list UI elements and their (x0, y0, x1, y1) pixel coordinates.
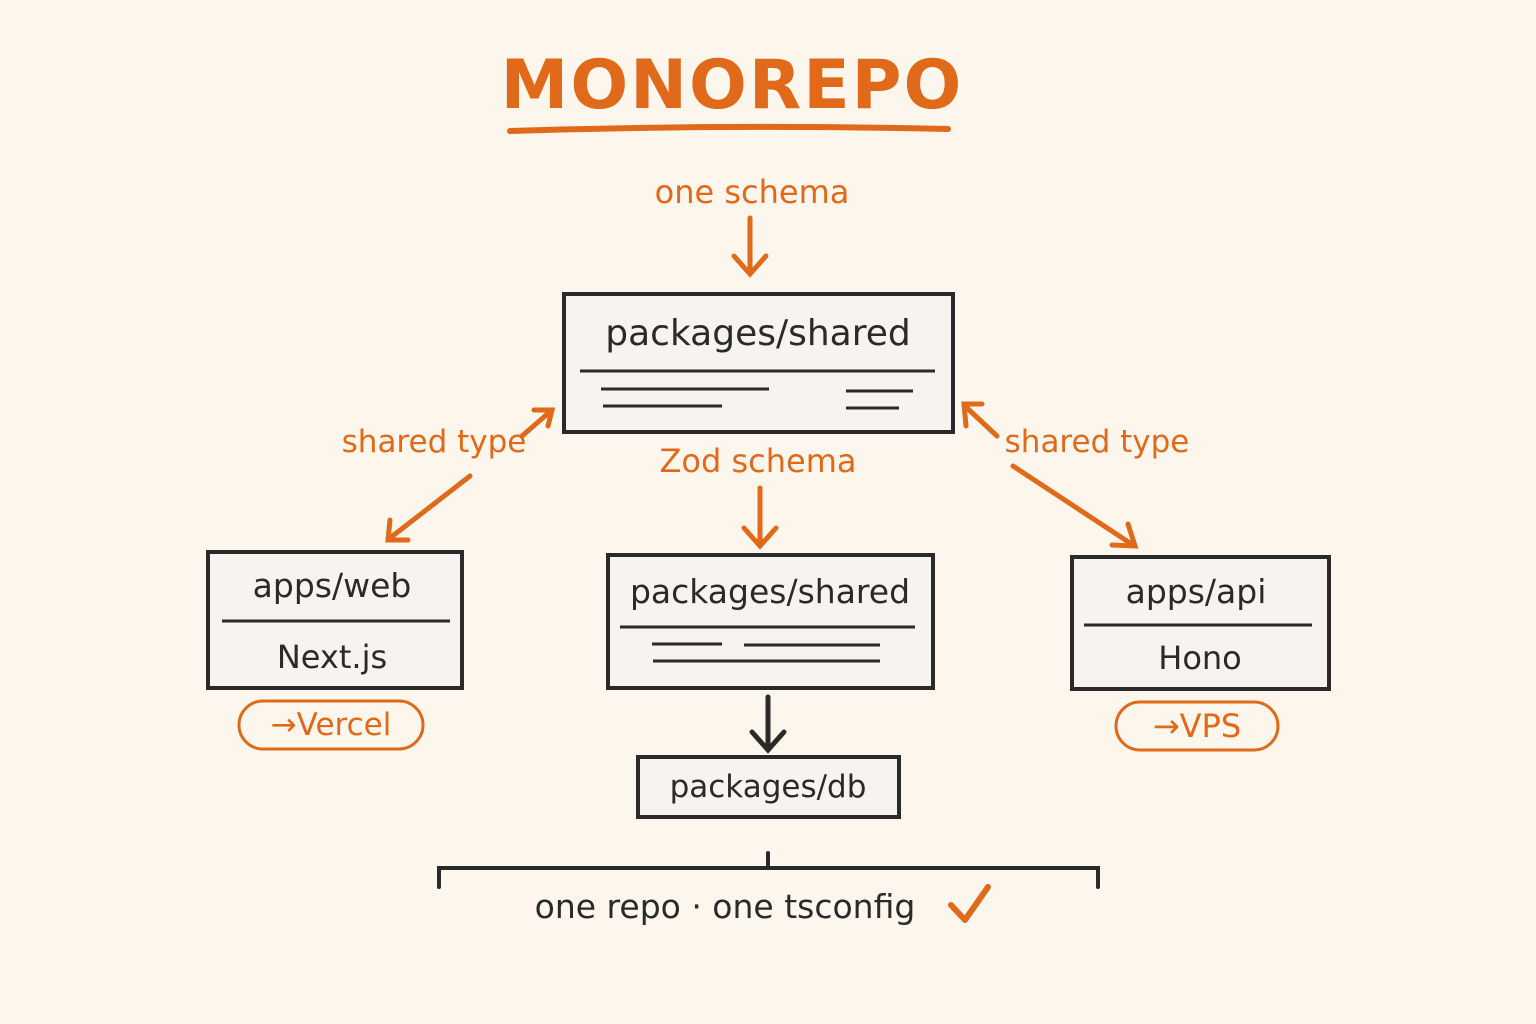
vercel-deploy-badge: →Vercel (237, 699, 425, 751)
middle-edge-label: Zod schema (660, 442, 857, 480)
right-edge-label: shared type (1005, 424, 1190, 460)
arrow-down-icon (741, 485, 779, 550)
shared-top-box: packages/shared (562, 292, 955, 434)
footer-text: one repo · one tsconfig (535, 887, 916, 926)
vps-deploy-badge: →VPS (1114, 700, 1280, 752)
shared-mid-title: packages/shared (630, 572, 910, 611)
top-label: one schema (655, 173, 850, 211)
checkmark-icon (948, 884, 991, 923)
left-edge-label: shared type (342, 424, 527, 460)
api-app-box: apps/api Hono (1070, 555, 1331, 691)
title-underline (507, 123, 951, 134)
left-bidirectional-arrow-icon (385, 407, 556, 543)
db-box: packages/db (636, 755, 901, 819)
shared-mid-box: packages/shared (606, 553, 935, 690)
right-bidirectional-arrow-icon (961, 401, 1139, 549)
arrow-down-icon (749, 694, 787, 754)
web-app-box: apps/web Next.js (206, 550, 464, 690)
arrow-down-icon (731, 215, 769, 278)
db-title: packages/db (670, 769, 867, 805)
diagram-title: MONOREPO (501, 46, 964, 125)
api-app-framework: Hono (1158, 639, 1242, 677)
api-app-title: apps/api (1126, 572, 1267, 611)
shared-top-title: packages/shared (605, 313, 911, 354)
vps-deploy-label: →VPS (1153, 707, 1241, 745)
vercel-deploy-label: →Vercel (271, 707, 392, 743)
web-app-title: apps/web (253, 566, 412, 605)
repo-bracket (437, 851, 1100, 889)
web-app-framework: Next.js (277, 638, 387, 676)
